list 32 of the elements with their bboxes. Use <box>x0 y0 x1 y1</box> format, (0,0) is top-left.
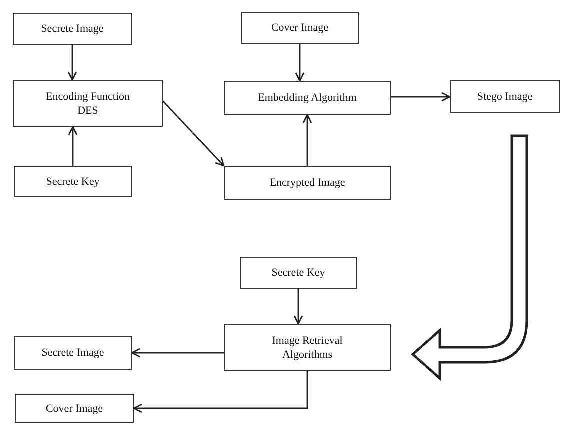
box-label: Encrypted Image <box>270 176 346 190</box>
box-label: Secrete Key <box>272 266 326 280</box>
arrow <box>133 371 308 414</box>
process-box <box>13 80 163 127</box>
process-box <box>13 13 132 45</box>
process-box <box>224 166 391 200</box>
arrow <box>295 44 305 82</box>
box-label: Cover Image <box>46 402 104 416</box>
arrow <box>131 348 224 358</box>
process-box <box>240 257 357 289</box>
arrow <box>391 92 451 102</box>
arrow <box>68 45 78 81</box>
process-box <box>450 80 560 113</box>
box-label: Stego Image <box>477 90 533 104</box>
box-label: Cover Image <box>271 21 329 35</box>
box-label: Embedding Algorithm <box>258 91 357 105</box>
process-box <box>14 336 132 370</box>
process-box <box>224 81 391 115</box>
process-box <box>15 394 134 423</box>
arrow <box>68 126 78 166</box>
box-label: Secrete Key <box>46 174 100 188</box>
arrow <box>294 289 304 325</box>
box-label: Secrete Image <box>41 22 104 36</box>
arrow <box>302 114 312 166</box>
box-label: Encoding Function DES <box>44 90 132 118</box>
process-box <box>241 12 359 44</box>
arrow <box>162 100 225 167</box>
process-box <box>224 324 391 371</box>
box-label: Image Retrieval Algorithms <box>271 334 344 362</box>
process-box <box>14 166 132 197</box>
box-label: Secrete Image <box>42 346 104 360</box>
block-arrow <box>412 134 528 380</box>
